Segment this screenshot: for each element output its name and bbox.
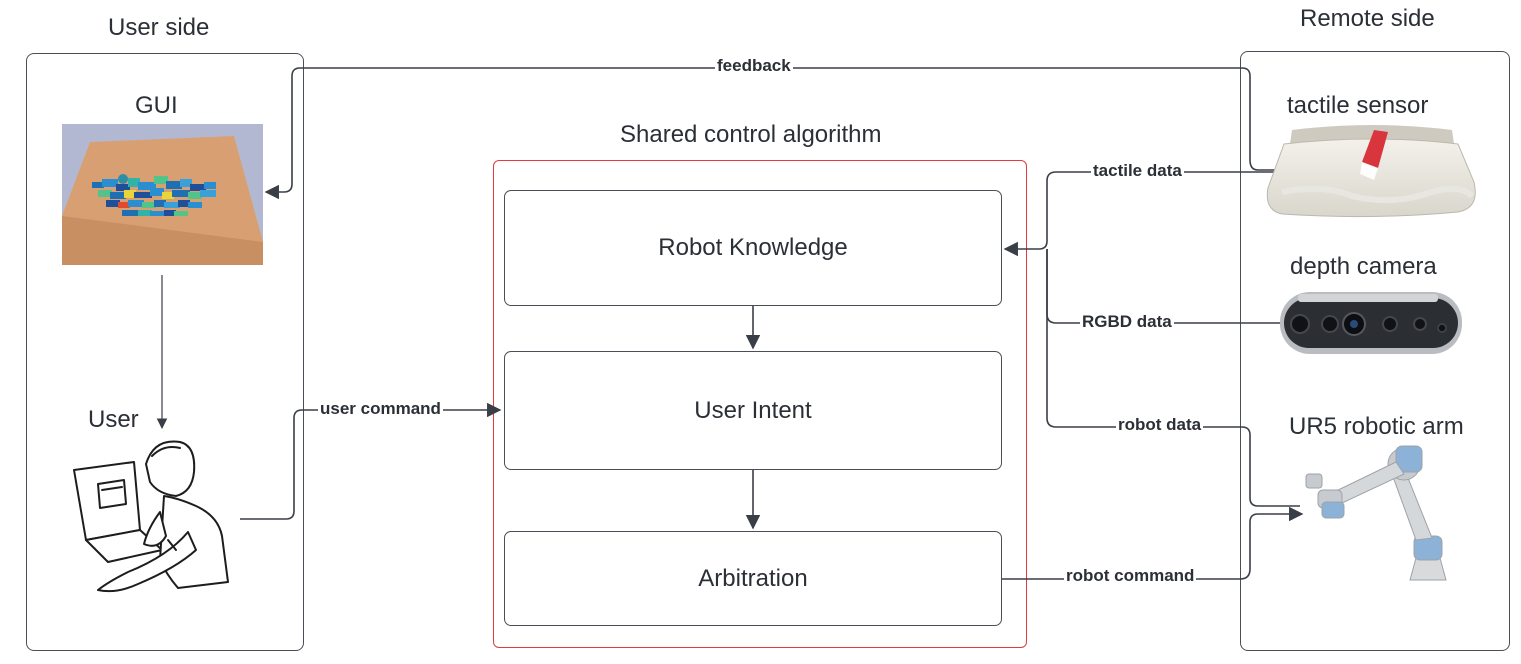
depth-camera-label: depth camera — [1290, 253, 1437, 280]
remote-side-panel — [1240, 51, 1510, 651]
robot-data-edge-label: robot data — [1116, 415, 1204, 435]
user-command-edge-label: user command — [318, 399, 443, 419]
gui-screenshot-image — [62, 124, 263, 265]
robot-command-edge-label: robot command — [1064, 566, 1197, 586]
user-intent-block: User Intent — [504, 351, 1002, 470]
robot-command-edge — [1002, 506, 1304, 580]
remote-side-title: Remote side — [1300, 5, 1435, 32]
robot-arm-label: UR5 robotic arm — [1289, 413, 1464, 440]
user-label: User — [88, 406, 139, 433]
gui-label: GUI — [135, 92, 178, 119]
ur5-robotic-arm-image — [1305, 445, 1447, 581]
tactile-sensor-image — [1266, 125, 1476, 218]
tactile-sensor-label: tactile sensor — [1287, 92, 1429, 119]
rgbd-data-edge-label: RGBD data — [1080, 312, 1174, 332]
robot-knowledge-block: Robot Knowledge — [504, 190, 1002, 306]
user-side-title: User side — [108, 14, 210, 41]
algorithm-title: Shared control algorithm — [620, 121, 882, 148]
tactile-data-edge — [1003, 171, 1282, 257]
user-command-edge — [240, 402, 502, 520]
user-at-laptop-icon — [73, 440, 229, 593]
tactile-data-edge-label: tactile data — [1091, 161, 1184, 181]
user-side-panel — [26, 53, 304, 651]
feedback-edge-label: feedback — [715, 56, 793, 76]
depth-camera-image — [1280, 292, 1462, 354]
arbitration-block: Arbitration — [504, 531, 1002, 626]
robot-data-edge — [1046, 249, 1300, 507]
